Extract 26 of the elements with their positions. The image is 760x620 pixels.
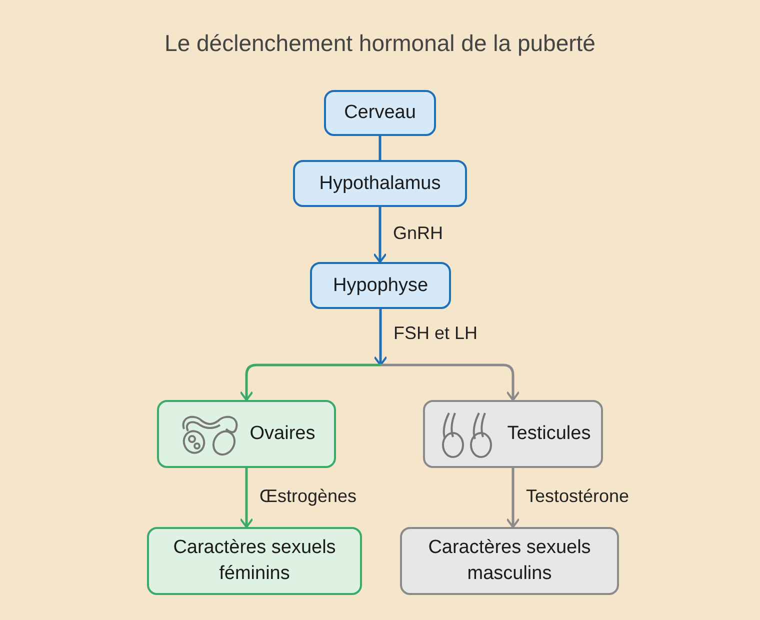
node-label: Testicules <box>507 422 591 446</box>
branch-arrow <box>240 364 380 401</box>
process-box <box>423 400 603 468</box>
arrow <box>374 309 388 366</box>
node-label: Hypophyse <box>332 274 428 298</box>
edge-label: FSH et LH <box>394 323 478 344</box>
node-label: Caractères sexuels féminins <box>172 536 337 586</box>
diagram-title: Le déclenchement hormonal de la puberté <box>164 30 596 57</box>
node-label: Ovaires <box>250 422 316 446</box>
process-box <box>310 262 451 309</box>
branch-arrow <box>380 364 520 401</box>
process-box <box>400 527 619 595</box>
process-box <box>147 527 362 595</box>
edge-label: GnRH <box>393 222 444 244</box>
edge-label: Œstrogènes <box>260 486 357 506</box>
process-box <box>157 400 336 468</box>
node-label: Hypothalamus <box>319 172 441 196</box>
node-label: Cerveau <box>344 101 416 126</box>
edge-label: Testostérone <box>526 486 630 506</box>
arrow <box>240 468 254 528</box>
node-label: Caractères sexuels masculins <box>427 536 592 586</box>
process-box <box>324 90 436 136</box>
connector-line <box>378 136 382 160</box>
arrow <box>506 468 520 528</box>
arrow <box>373 207 387 263</box>
process-box <box>293 160 467 207</box>
